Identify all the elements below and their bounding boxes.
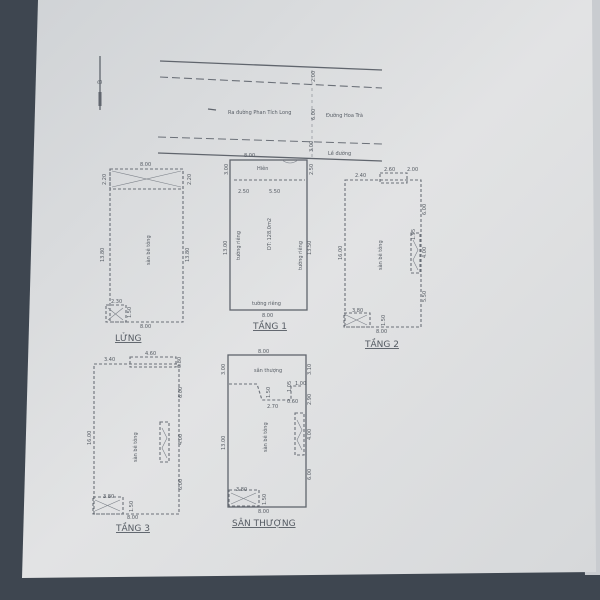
dim: 3.00 (309, 141, 315, 152)
dim: 5.50 (269, 189, 280, 195)
dim: 1.50 (129, 501, 135, 512)
dim: 8.00 (258, 509, 269, 515)
floor-label: sàn bê tông (262, 422, 269, 452)
dim: 3.40 (104, 357, 115, 363)
dim: 2.40 (355, 173, 366, 179)
dim: 2.00 (407, 167, 418, 173)
dim: 1.50 (266, 387, 272, 398)
north-arrow-icon: B (97, 56, 104, 110)
dim: 4.60 (145, 351, 156, 357)
dim: 6.00 (178, 387, 184, 398)
dim: 2.30 (111, 299, 122, 305)
dim: 2.70 (267, 404, 278, 410)
sidewalk-label: Lề đường (328, 149, 351, 157)
arrow-left-icon (207, 108, 217, 111)
dim: 6.00 (178, 479, 184, 490)
dim: 8.00 (262, 313, 273, 319)
dim: 8.00 (244, 153, 255, 159)
compass-label: B (97, 80, 104, 84)
plan-title: TẦNG 3 (115, 521, 150, 534)
floor-label: sàn bê tông (132, 432, 139, 462)
dim: 16.00 (338, 246, 344, 260)
dim: 8.00 (376, 329, 387, 335)
dim: 8.00 (140, 324, 151, 330)
dim: 2.50 (238, 189, 249, 195)
dim: 4.00 (178, 434, 184, 445)
plan-tang-2: 2.40 2.60 2.00 16.00 6.00 1.95 4.00 5.50… (338, 167, 428, 350)
dim: 6.00 (422, 204, 428, 215)
plan-lung: 8.00 2.20 2.20 13.80 13.80 2.30 1.50 8.0… (100, 162, 193, 344)
dim: 4.00 (307, 429, 313, 440)
wall-label: tường riêng (297, 241, 304, 270)
dim: 2.20 (102, 174, 108, 185)
plan-tang-3: 3.40 4.60 0.80 16.00 6.00 4.00 6.00 3.80… (87, 351, 184, 534)
dim: 0.80 (177, 357, 183, 368)
dim: 5.50 (422, 291, 428, 302)
floor-label: sàn bê tông (377, 240, 384, 270)
dim: 2.50 (309, 164, 315, 175)
road-left-label: Ra đường Phan Tích Long (228, 109, 291, 116)
dim: 3.80 (236, 487, 247, 493)
wall-label: tường riêng (235, 231, 242, 260)
dim: 3.00 (224, 164, 230, 175)
paper-sheet (22, 0, 596, 578)
dim: 16.00 (87, 431, 93, 445)
dim: 0.60 (287, 399, 298, 405)
dim: 3.10 (307, 364, 313, 375)
dim: 2.90 (307, 394, 313, 405)
dim: 13.80 (185, 248, 191, 262)
dim: 1.50 (262, 494, 268, 505)
area-label: DT: 128.0m2 (267, 218, 273, 250)
dim: 6.00 (311, 109, 317, 120)
dim: 3.00 (221, 364, 227, 375)
dim: 6.00 (307, 469, 313, 480)
plan-title: LỬNG (115, 332, 141, 344)
floor-label: sàn bê tông (145, 235, 152, 265)
dim: 1.50 (381, 315, 387, 326)
dim: 2.20 (187, 174, 193, 185)
dim: 1.95 (411, 229, 417, 240)
road-right-label: Đường Hoa Trà (326, 112, 363, 119)
plan-title: TẦNG 1 (252, 319, 287, 332)
plan-tang-1: 8.00 3.00 2.50 2.50 5.50 13.00 13.50 8.0… (223, 153, 315, 332)
dim: 1.00 (295, 381, 306, 387)
dim: 3.80 (103, 494, 114, 500)
site-road: Ra đường Phan Tích Long Đường Hoa Trà Lề… (157, 60, 383, 162)
plan-san-thuong: 8.00 3.00 13.00 3.10 2.90 4.00 6.00 2.70… (221, 349, 313, 529)
dim: 8.00 (140, 162, 151, 168)
porch-label: Hiên (257, 165, 268, 172)
dim: 2.60 (384, 167, 395, 173)
wall-label: tường riêng (252, 300, 281, 307)
dim: 8.00 (258, 349, 269, 355)
dim: 13.50 (307, 241, 313, 255)
dim: 2.00 (311, 71, 317, 82)
dim: 1.50 (127, 307, 133, 318)
terrace-label: sân thượng (254, 367, 282, 374)
dim: 1.05 (287, 381, 293, 392)
dim: 13.00 (223, 241, 229, 255)
dim: 3.80 (352, 308, 363, 314)
dim: 13.00 (221, 436, 227, 450)
dim: 4.00 (422, 247, 428, 258)
dim: 8.00 (127, 515, 138, 521)
dim: 13.80 (100, 248, 106, 262)
plan-title: SÂN THƯỢNG (232, 517, 296, 529)
plan-title: TẦNG 2 (364, 337, 399, 350)
